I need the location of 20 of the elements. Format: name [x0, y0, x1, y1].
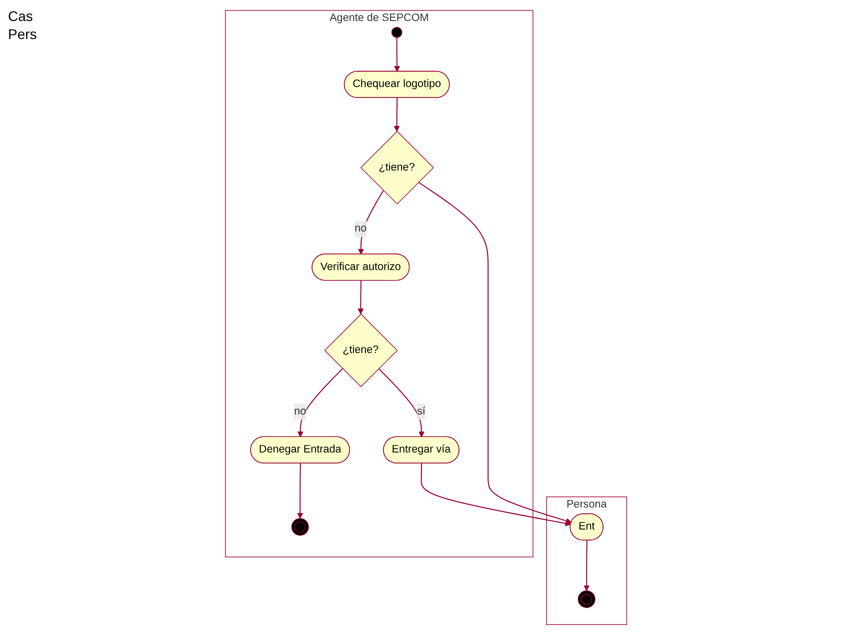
arrow: [420, 463, 571, 526]
edge-label: no: [354, 222, 367, 234]
node-diamond: ¿tiene?: [324, 314, 398, 388]
node-circle: [391, 26, 402, 38]
arrow: [394, 98, 400, 132]
arrow: [394, 37, 400, 72]
node-circle: [578, 590, 596, 608]
arrow: [418, 182, 572, 524]
node-circle: [291, 518, 309, 536]
arrow: [378, 368, 424, 438]
edge-label: no: [294, 406, 306, 418]
arrow: [584, 540, 590, 592]
arrow: [358, 280, 364, 314]
note-text: Cas: [8, 8, 33, 24]
note-text: Pers: [8, 26, 37, 42]
arrow: [358, 190, 384, 255]
arrow: [297, 463, 303, 519]
node-diamond: ¿tiene?: [360, 130, 434, 204]
arrow: [297, 368, 343, 438]
edge-label: sí: [416, 406, 426, 418]
